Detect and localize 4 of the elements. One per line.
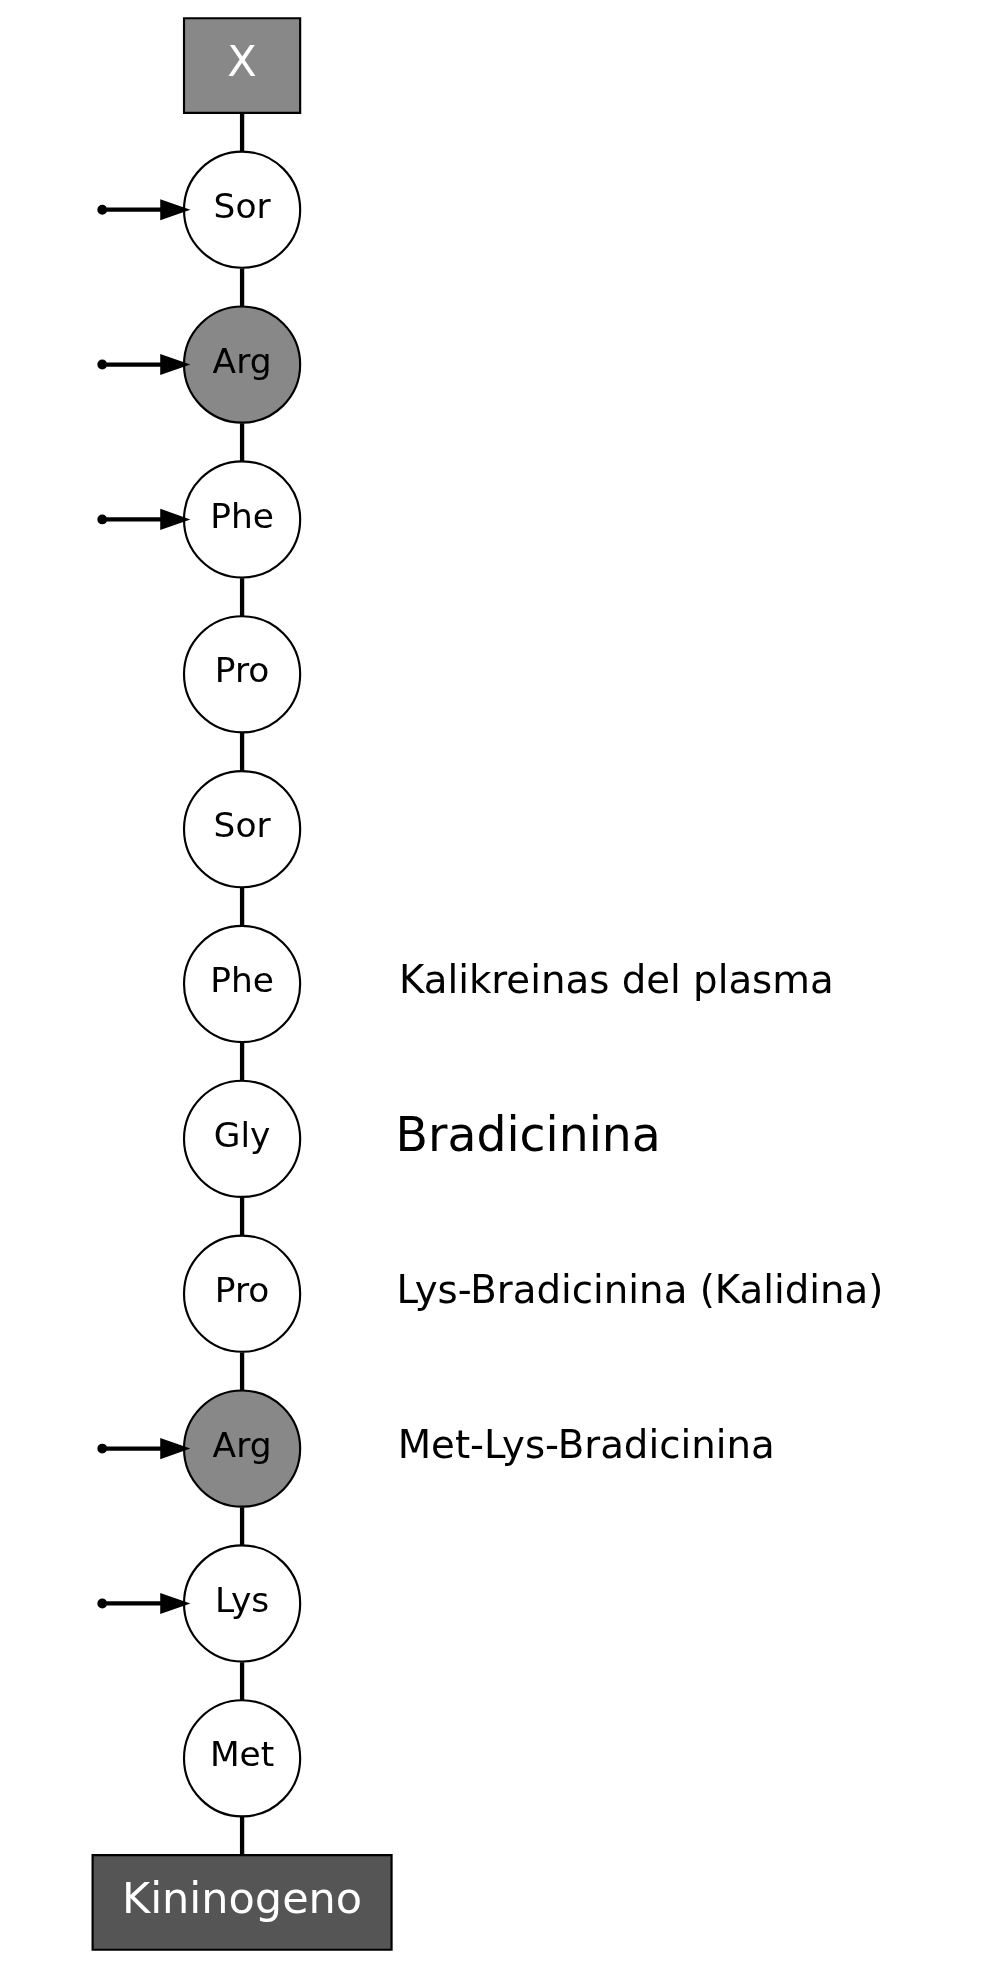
label: Lys-Bradicinina (Kalidina) — [396, 1266, 884, 1312]
label: Bradicinina — [395, 1106, 661, 1162]
label: Kalikreinas del plasma — [398, 956, 834, 1002]
label: Met-Lys-Bradicinina — [397, 1421, 775, 1467]
